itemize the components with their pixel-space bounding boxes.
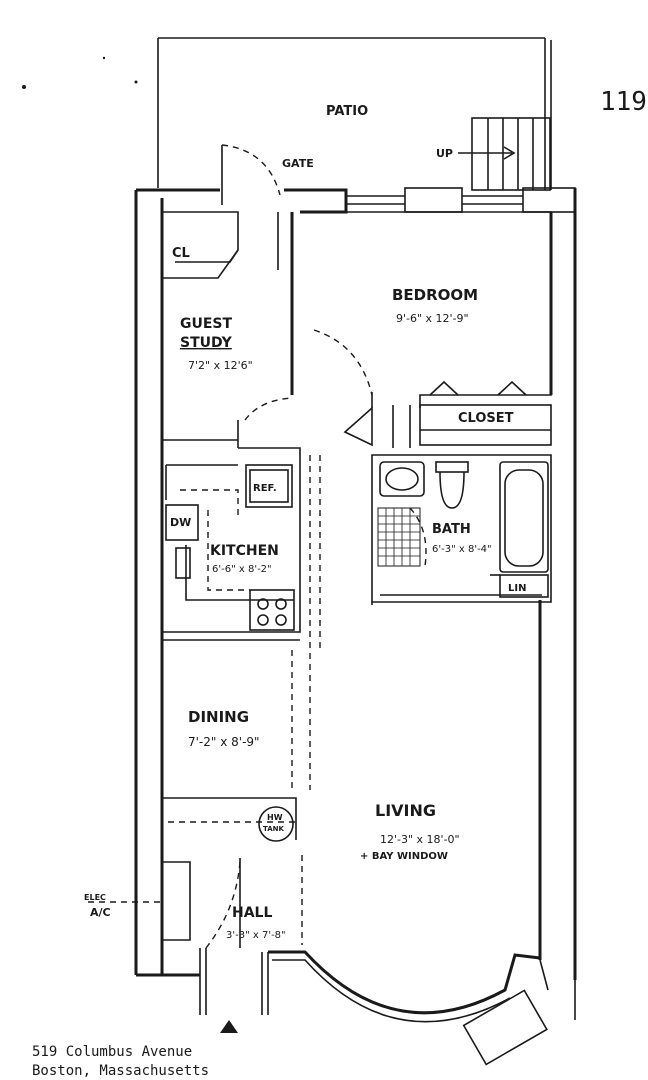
bath-label: BATH [432,522,471,537]
dishwasher-label: DW [170,516,191,529]
guest-study-label-2: STUDY [180,335,233,351]
dining-dimensions: 7'-2" x 8'-9" [188,735,260,749]
dining-label: DINING [188,708,249,726]
gate-label: GATE [282,157,314,170]
bath-dimensions: 6'-3" x 8'-4" [432,544,492,555]
linen-closet-label: LIN [508,583,526,594]
kitchen-dimensions: 6'-6" x 8'-2" [212,564,272,575]
patio-label: PATIO [326,104,368,119]
bedroom-label: BEDROOM [392,286,478,304]
elec-label-2: A/C [90,906,111,919]
closet-small-label: CL [172,246,190,261]
address-line-1: 519 Columbus Avenue [32,1044,192,1060]
speck [102,56,106,60]
speck [22,85,26,89]
bath-tile-floor [377,507,421,567]
dining-room [162,639,300,790]
entry-arrow-icon [220,1020,238,1033]
living-room [268,602,576,1066]
address-line-2: Boston, Massachusetts [32,1063,209,1079]
gate-swing [221,144,281,196]
hall-dimensions: 3'-3" x 7'-8" [226,930,286,941]
hw-tank-label-1: HW [267,813,283,822]
stairs [458,117,551,191]
hall-label: HALL [232,905,272,921]
page-number: 119 [600,87,647,117]
kitchen-label: KITCHEN [210,543,279,559]
bedroom-room [300,211,552,448]
living-dimensions: 12'-3" x 18'-0" [380,833,460,846]
patio-boundary [157,37,546,190]
kitchen-room [162,447,321,790]
speck [134,80,138,84]
bedroom-dimensions: 9'-6" x 12'-9" [396,312,469,325]
guest-study-label-1: GUEST [180,316,233,332]
stairs-up-label: UP [436,147,453,160]
guest-study-room [162,211,294,448]
closet-label: CLOSET [458,411,514,426]
bath-room [371,454,552,603]
living-label: LIVING [375,801,436,820]
hall-area [88,797,303,1015]
elec-label-1: ELEC [84,893,106,902]
hw-tank-label-2: TANK [263,825,285,833]
guest-study-dimensions: 7'2" x 12'6" [188,359,253,372]
refrigerator-label: REF. [253,483,277,494]
bay-window-note: + BAY WINDOW [360,851,448,862]
